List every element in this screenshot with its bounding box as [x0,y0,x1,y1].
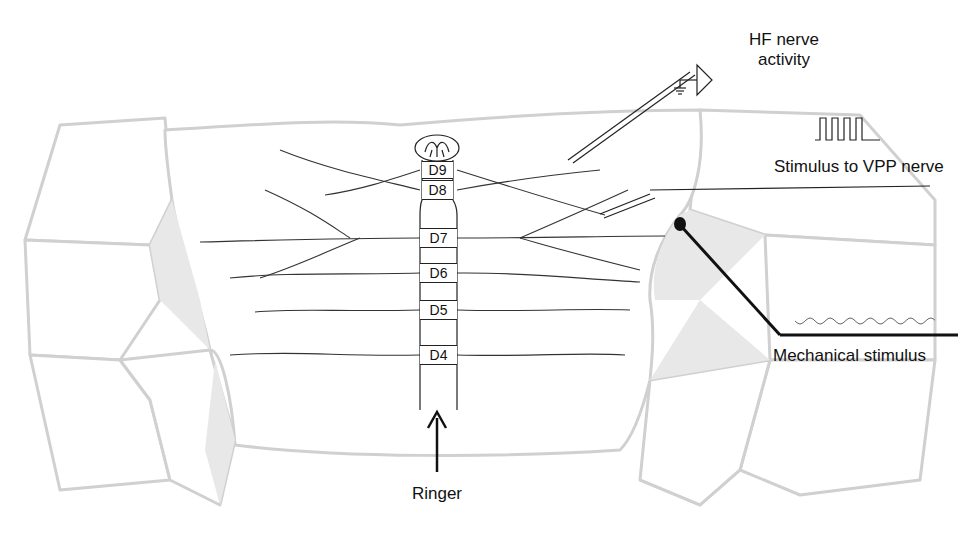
segment-label: D9 [429,163,447,177]
segment-label: D7 [430,231,448,245]
probe-label: Mechanical stimulus [773,346,926,366]
ringer-label: Ringer [412,484,462,504]
stimulus-label: Stimulus to VPP nerve [774,157,944,177]
shaded-region [150,200,770,505]
recording-electrode [568,65,712,163]
mechanical-probe [674,217,958,335]
cord-segment: D5 [420,300,457,320]
cord-segment: D7 [420,228,457,248]
cord-segment: D4 [420,345,457,365]
cord-outline [415,135,459,410]
segment-label: D5 [430,303,448,317]
stimulus-waveform [795,318,935,324]
cord-segment: D9 [422,161,453,179]
cord-segment: D8 [422,180,453,200]
segment-label: D6 [430,266,448,280]
segment-label: D4 [430,348,448,362]
cord-segment: D6 [420,263,457,283]
nerve-lines [200,150,665,355]
segment-label: D8 [429,183,447,197]
recording-label: HF nerve activity [742,30,826,71]
ringer-arrow [428,412,446,472]
